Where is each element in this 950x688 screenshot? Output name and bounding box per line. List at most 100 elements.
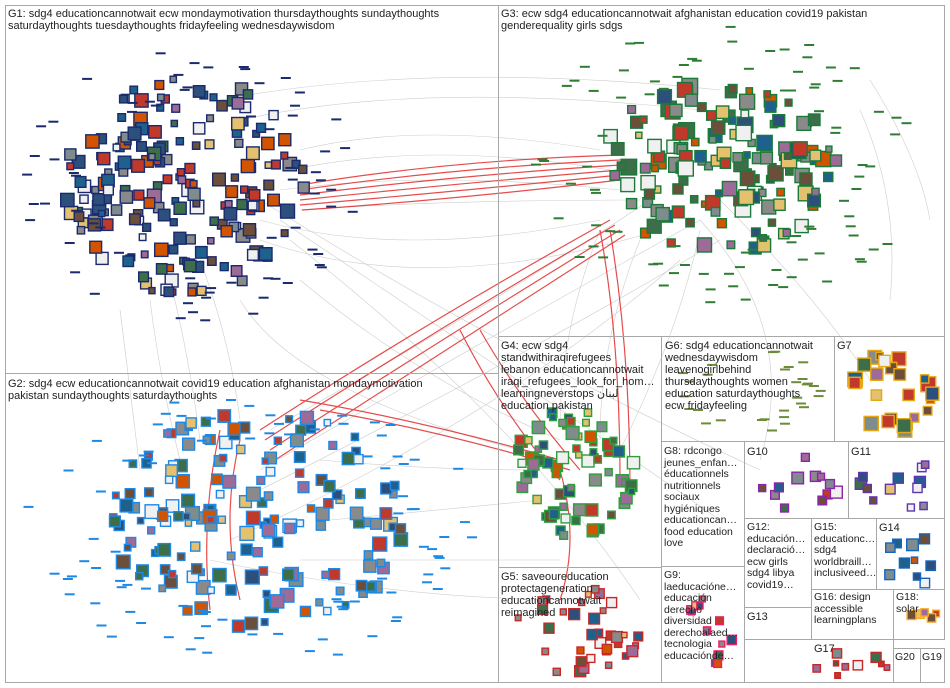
node-tile xyxy=(296,519,305,528)
node-label-mark xyxy=(201,625,211,628)
node-tile xyxy=(756,134,773,152)
node-tile xyxy=(239,525,255,542)
group-label-g5: G5: saveoureducation protectageneration … xyxy=(501,571,609,619)
group-label-g16: G16: design accessible learningplans xyxy=(814,591,877,626)
node-label-mark xyxy=(409,458,420,461)
node-tile xyxy=(141,222,152,232)
node-label-mark xyxy=(691,59,702,62)
node-label-mark xyxy=(95,490,106,493)
node-tile xyxy=(261,523,276,538)
node-label-mark xyxy=(393,512,404,515)
node-tile xyxy=(73,211,85,223)
node-label-mark xyxy=(856,260,867,263)
node-tile xyxy=(671,205,685,219)
node-tile xyxy=(181,437,196,451)
node-label-mark xyxy=(284,433,295,436)
node-tile xyxy=(925,560,937,572)
node-label-mark xyxy=(369,421,380,424)
node-label-mark xyxy=(200,319,211,322)
node-tile xyxy=(144,504,160,520)
node-tile xyxy=(556,451,570,465)
node-label-mark xyxy=(882,243,893,245)
node-tile xyxy=(79,194,89,205)
node-label-mark xyxy=(331,118,342,121)
group-label-g13: G13 xyxy=(747,611,768,623)
node-tile xyxy=(363,550,374,560)
node-tile xyxy=(750,227,761,238)
node-tile xyxy=(758,483,767,493)
node-tile xyxy=(267,193,281,207)
node-tile xyxy=(791,471,805,485)
node-label-mark xyxy=(687,57,698,60)
node-tile xyxy=(906,503,916,512)
node-tile xyxy=(272,536,284,548)
node-tile xyxy=(157,208,171,222)
node-tile xyxy=(279,203,296,219)
node-tile xyxy=(298,164,308,175)
node-tile xyxy=(128,213,142,226)
node-label-mark xyxy=(565,182,576,185)
node-label-mark xyxy=(185,277,196,280)
node-tile xyxy=(541,647,550,656)
node-label-mark xyxy=(36,125,47,128)
node-tile xyxy=(299,410,315,426)
node-tile xyxy=(817,495,828,506)
node-tile xyxy=(588,612,601,625)
node-tile xyxy=(215,489,225,499)
node-label-mark xyxy=(757,419,767,421)
node-tile xyxy=(207,586,216,595)
node-tile xyxy=(278,132,292,147)
node-label-mark xyxy=(434,556,445,559)
node-label-mark xyxy=(724,272,734,275)
node-label-mark xyxy=(64,593,75,596)
node-label-mark xyxy=(88,537,99,540)
node-tile xyxy=(353,453,364,465)
node-tile xyxy=(884,483,896,495)
node-tile xyxy=(192,121,206,135)
node-tile xyxy=(783,152,792,161)
node-tile xyxy=(117,112,127,122)
node-label-mark xyxy=(136,622,147,624)
node-label-mark xyxy=(270,277,281,280)
node-label-mark xyxy=(589,188,600,191)
node-label-mark xyxy=(106,635,117,638)
node-label-mark xyxy=(767,429,777,432)
node-label-mark xyxy=(734,266,745,269)
node-label-mark xyxy=(326,205,337,208)
node-label-mark xyxy=(588,245,599,248)
node-tile xyxy=(146,526,156,535)
node-tile xyxy=(143,197,156,210)
group-label-g14: G14 xyxy=(879,522,900,534)
node-label-mark xyxy=(290,104,300,107)
node-label-mark xyxy=(797,258,808,261)
node-tile xyxy=(639,162,651,174)
node-tile xyxy=(258,246,273,261)
node-tile xyxy=(721,180,738,197)
node-label-mark xyxy=(287,114,298,117)
node-label-mark xyxy=(677,372,688,375)
node-tile xyxy=(115,554,131,570)
node-label-mark xyxy=(392,455,403,458)
node-label-mark xyxy=(274,422,284,425)
node-label-mark xyxy=(240,68,251,71)
node-tile xyxy=(584,430,597,444)
node-tile xyxy=(217,515,227,525)
node-tile xyxy=(140,250,149,259)
node-tile xyxy=(919,374,930,384)
node-label-mark xyxy=(865,165,876,168)
node-tile xyxy=(169,75,178,84)
node-label-mark xyxy=(218,420,229,423)
node-tile xyxy=(689,194,699,204)
node-tile xyxy=(696,602,704,610)
node-tile xyxy=(268,109,279,121)
node-tile xyxy=(694,149,707,163)
node-label-mark xyxy=(680,264,690,266)
node-tile xyxy=(589,448,598,457)
node-tile xyxy=(184,162,196,175)
node-label-mark xyxy=(786,241,797,244)
node-tile xyxy=(812,664,822,673)
node-tile xyxy=(293,451,306,464)
node-label-mark xyxy=(62,578,73,580)
node-tile xyxy=(925,386,940,401)
node-tile xyxy=(341,601,350,609)
